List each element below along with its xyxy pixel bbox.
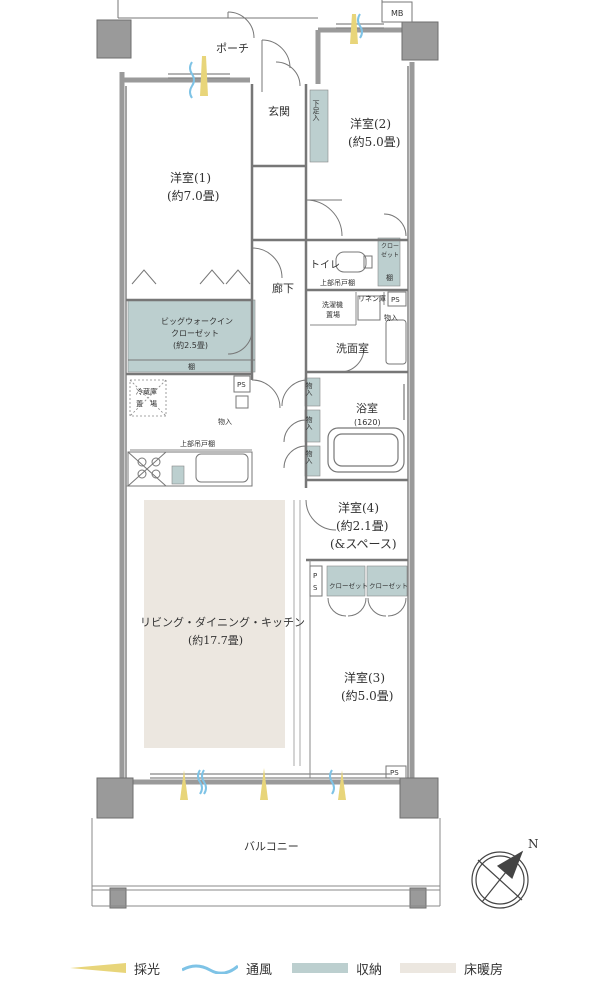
porch-label: ポーチ <box>216 42 249 55</box>
balcony-label: バルコニー <box>244 840 299 853</box>
ps-label-washroom: PS <box>391 296 400 304</box>
interior-walls <box>126 84 408 562</box>
storage-washroom: 物入 <box>384 313 398 322</box>
wic-doors <box>128 269 255 361</box>
ps-s-label: S <box>313 584 318 592</box>
light-icon <box>180 770 188 800</box>
legend-item-floor-heating: 床暖房 <box>400 958 503 978</box>
outer-walls <box>119 27 415 790</box>
bathroom-label: 浴室 <box>356 401 378 415</box>
light-icon <box>70 963 126 973</box>
washer-label-1: 洗濯機 <box>322 300 343 309</box>
closet3-a-label: クローゼット <box>329 581 368 590</box>
closet-room3-b <box>366 565 408 597</box>
storage-hall-2-label: 物入 <box>305 415 313 430</box>
wash-basin <box>357 295 407 365</box>
light-icons <box>180 14 358 800</box>
legend-item-light: 採光 <box>70 958 160 978</box>
ldk-name: リビング・ダイニング・キッチン <box>140 615 305 629</box>
storage-kitchen: 物入 <box>218 417 232 426</box>
toilet-fixture <box>335 251 373 273</box>
linen-label: リネン庫 <box>358 294 386 303</box>
porch-structure <box>117 0 413 92</box>
fridge-label-1: 冷蔵庫 <box>136 387 157 396</box>
room2-name: 洋室(2) <box>350 116 391 131</box>
entrance-label: 玄関 <box>268 104 290 118</box>
legend-item-storage: 収納 <box>292 958 382 978</box>
north-label: N <box>528 837 539 851</box>
windows <box>150 23 390 779</box>
mb-label: MB <box>391 9 403 18</box>
wind-icon <box>197 769 203 795</box>
toilet-cabinet-label: 上部吊戸棚 <box>320 278 355 287</box>
closet-room3-a <box>326 565 366 597</box>
legend: 採光 通風 収納 床暖房 <box>0 948 612 988</box>
washer-label-2: 置場 <box>326 310 340 319</box>
ps-label-kitchen: PS <box>237 381 246 389</box>
kitchen-counter <box>127 451 253 487</box>
legend-label: 床暖房 <box>464 962 504 978</box>
legend-item-wind: 通風 <box>182 958 272 978</box>
kitchen-storage <box>171 465 185 485</box>
light-icon <box>200 56 208 96</box>
light-icon <box>338 770 346 800</box>
storage-swatch <box>292 963 348 973</box>
light-icon <box>260 768 268 800</box>
wind-icon <box>189 61 195 99</box>
room1-size: (約7.0畳) <box>167 188 219 203</box>
room4-space: (&スペース) <box>330 537 397 551</box>
room4-name: 洋室(4) <box>338 500 379 515</box>
wind-icons <box>189 13 363 795</box>
columns <box>96 19 439 909</box>
fridge-label-2: 置 場 <box>136 399 157 408</box>
shoe-storage-label: 下足入 <box>312 100 320 121</box>
legend-label: 通風 <box>246 962 273 978</box>
bath-size-label: (1620) <box>354 418 381 427</box>
kitchen-cabinet-label: 上部吊戸棚 <box>180 439 215 448</box>
legend-label: 採光 <box>134 962 161 978</box>
corridor-label: 廊下 <box>272 281 294 295</box>
shoe-storage <box>309 89 329 163</box>
wic-label-3: (約2.5畳) <box>173 340 208 350</box>
wic-label-1: ビッグウォークイン <box>161 316 233 326</box>
wind-icon <box>329 769 335 795</box>
storage-areas <box>127 89 408 597</box>
room3-name: 洋室(3) <box>344 670 385 685</box>
floor-heating-swatch <box>400 963 456 973</box>
floor-heating-area <box>144 500 285 748</box>
compass <box>471 850 529 909</box>
ps-label-room3: PS <box>390 769 399 777</box>
legend-label: 収納 <box>356 962 383 978</box>
closet-room2 <box>377 237 401 287</box>
light-icon <box>350 14 358 44</box>
wind-icon <box>201 769 207 795</box>
wic-shelf: 棚 <box>188 362 195 371</box>
outer-walls-inner <box>125 66 409 778</box>
ps-p-label: P <box>313 572 317 580</box>
closet2-lower: ゼット <box>381 251 399 259</box>
closet2-upper: クロー <box>381 243 399 250</box>
closet3-b-label: クローゼット <box>369 581 408 590</box>
wind-icon <box>357 13 363 39</box>
storage-hall-3-label: 物入 <box>305 449 313 464</box>
ldk-size: (約17.7畳) <box>188 633 243 647</box>
wic-label-2: クローゼット <box>171 328 219 338</box>
washroom-label: 洗面室 <box>336 341 369 355</box>
wind-icon <box>182 964 238 974</box>
ps-boxes <box>233 291 407 779</box>
bath-tub <box>327 384 405 473</box>
closet2-shelf: 棚 <box>386 273 393 282</box>
toilet-label: トイレ <box>310 260 340 271</box>
room2-size: (約5.0畳) <box>348 134 400 149</box>
room4-size: (約2.1畳) <box>336 518 388 533</box>
room3-size: (約5.0畳) <box>341 688 393 703</box>
compass-needle-icon <box>496 850 524 880</box>
fridge-area <box>129 379 167 417</box>
sliding-doors <box>293 500 301 766</box>
door-swings <box>227 61 407 617</box>
storage-hall-1-label: 物入 <box>305 381 313 396</box>
room1-name: 洋室(1) <box>170 170 211 185</box>
balcony <box>91 818 441 907</box>
